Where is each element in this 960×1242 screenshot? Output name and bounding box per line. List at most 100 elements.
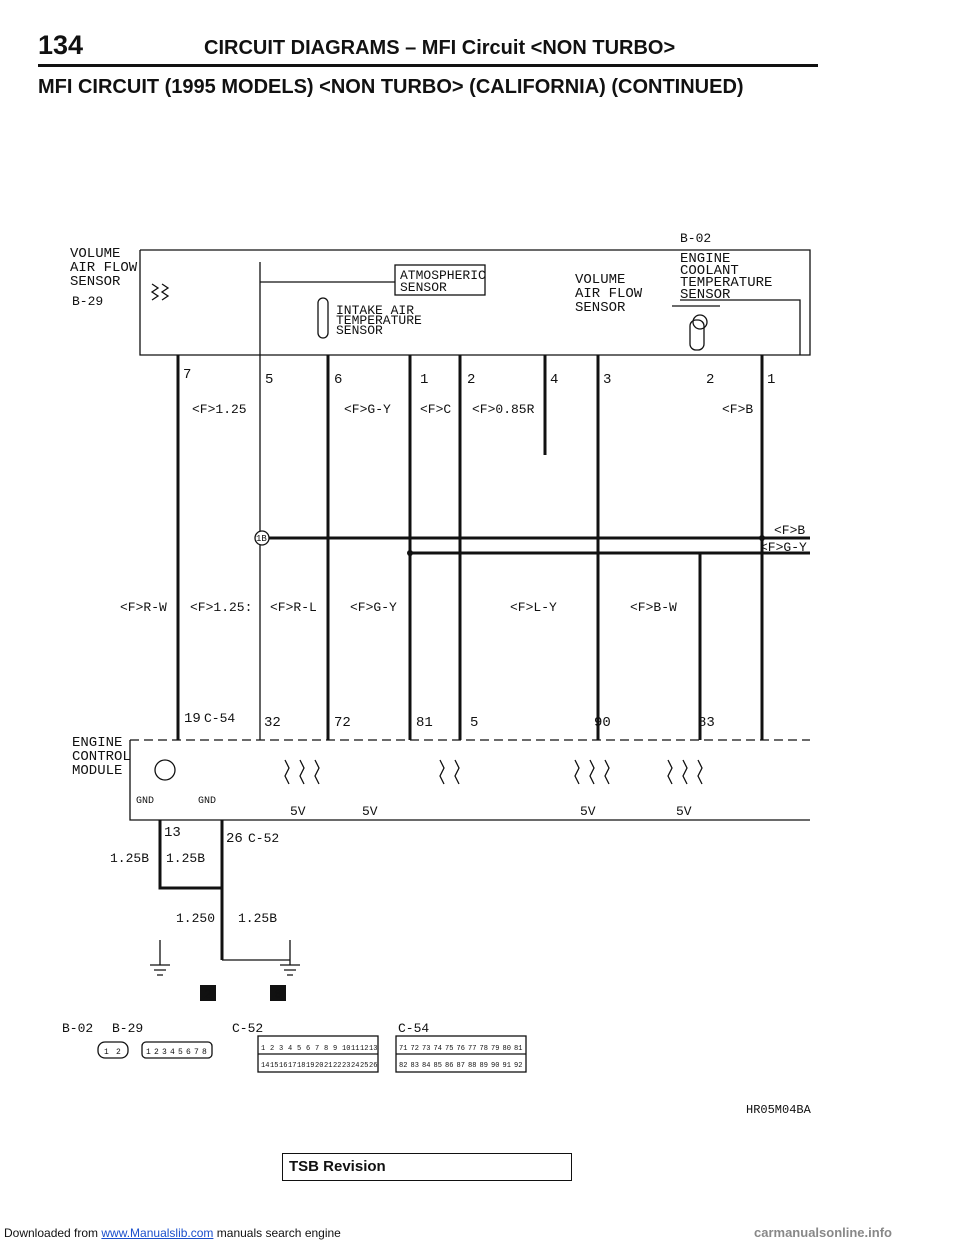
ecm-pin: 83	[698, 715, 715, 731]
ecm-pin: 32	[264, 715, 281, 731]
gnd-label: GND	[198, 796, 216, 807]
connector-pin: 83	[411, 1062, 419, 1070]
ecm-connector-1: C-54	[204, 711, 235, 726]
connector-pin: 4	[288, 1045, 292, 1053]
tsb-revision-box: TSB Revision	[282, 1153, 572, 1181]
ground-ref-2: 2	[204, 987, 212, 1002]
wire-label: <F>0.85R	[472, 402, 535, 417]
connector-pin: 91	[503, 1062, 511, 1070]
pin-top: 2	[467, 372, 475, 388]
connector-pin: 86	[445, 1062, 453, 1070]
ecm-boundary	[129, 740, 810, 821]
connector-pin: 6	[306, 1045, 310, 1053]
connector-pin: 23	[342, 1062, 350, 1070]
connector-pin: 24	[351, 1062, 359, 1070]
ecm-pin: 72	[334, 715, 351, 731]
connector-pin: 3	[279, 1045, 283, 1053]
b02-pin: 2	[116, 1048, 121, 1057]
connector-pin: 80	[503, 1045, 511, 1053]
connector-pin: 21	[324, 1062, 332, 1070]
connector-pin: 73	[422, 1045, 430, 1053]
wire-label: <F>C	[420, 402, 451, 417]
junction-mark: 1B	[256, 534, 267, 544]
connector-pin: 85	[434, 1062, 442, 1070]
connector-pin: 82	[399, 1062, 407, 1070]
connector-pin: 92	[514, 1062, 522, 1070]
connector-b29-shape	[141, 1041, 213, 1059]
supply-5v: 5V	[290, 804, 306, 819]
pin-top: 6	[334, 372, 342, 388]
b29-pin: 8	[202, 1048, 207, 1057]
page-title: CIRCUIT DIAGRAMS – MFI Circuit <NON TURB…	[204, 37, 676, 59]
pin-top: 5	[265, 372, 273, 388]
connector-pin: 14	[261, 1062, 269, 1070]
ground-wire-label: 1.25B	[166, 851, 205, 866]
ect-sensor-label: ENGINE COOLANT TEMPERATURE SENSOR	[680, 251, 781, 303]
b29-pin: 1	[146, 1048, 151, 1057]
wire-label: <F>1.25	[192, 402, 247, 417]
wire-label: <F>L-Y	[510, 600, 557, 615]
header-rule	[38, 64, 818, 67]
connector-pin: 2	[270, 1045, 274, 1053]
ecm-pin: 90	[594, 715, 611, 731]
wire-label: <F>B	[722, 402, 753, 417]
bus-label-b: <F>B	[774, 523, 805, 538]
supply-5v: 5V	[676, 804, 692, 819]
connector-pin: 79	[491, 1045, 499, 1053]
ecm-pin: 5	[470, 715, 478, 731]
connector-pin: 89	[480, 1062, 488, 1070]
footer: Downloaded from www.Manualslib.com manua…	[4, 1226, 341, 1240]
connector-pin: 7	[315, 1045, 319, 1053]
connector-pin: 77	[468, 1045, 476, 1053]
ecm-pin: 19	[184, 711, 201, 727]
connector-pin: 1	[261, 1045, 265, 1053]
b02-pin: 1	[104, 1048, 109, 1057]
connector-pin: 25	[360, 1062, 368, 1070]
connector-pin: 22	[333, 1062, 341, 1070]
connector-pin: 19	[306, 1062, 314, 1070]
b29-pin: 7	[194, 1048, 199, 1057]
pin-top: 7	[183, 367, 191, 383]
ect-connector: B-02	[680, 231, 711, 246]
connector-pin: 20	[315, 1062, 323, 1070]
wire-label: <F>B-W	[630, 600, 677, 615]
ground-wire-a	[158, 820, 224, 960]
iat-sensor-label: INTAKE AIR TEMPERATURE SENSOR	[336, 303, 430, 338]
wire-label: <F>R-L	[270, 600, 317, 615]
connector-pin: 8	[324, 1045, 328, 1053]
ground-ref-2-box	[200, 985, 216, 1001]
connector-pin: 78	[480, 1045, 488, 1053]
connector-pin: 90	[491, 1062, 499, 1070]
pin-top: 3	[603, 372, 611, 388]
conn-label-b02: B-02	[62, 1021, 93, 1036]
vaf-right-label: VOLUME AIR FLOW SENSOR	[575, 272, 651, 316]
pin-top: 1	[767, 372, 775, 388]
conn-label-b29: B-29	[112, 1021, 143, 1036]
connector-pin: 5	[297, 1045, 301, 1053]
ecm-label: ENGINE CONTROL MODULE	[72, 735, 139, 779]
connector-pin: 12	[360, 1045, 368, 1053]
pin-top: 4	[550, 372, 558, 388]
vaf-left-label: VOLUME AIR FLOW SENSOR	[70, 246, 146, 290]
wire-label: <F>G-Y	[344, 402, 391, 417]
connector-pin: 87	[457, 1062, 465, 1070]
ground-pin: 26	[226, 831, 243, 847]
connector-pin: 18	[297, 1062, 305, 1070]
b29-pin: 3	[162, 1048, 167, 1057]
footer-link[interactable]: www.Manualslib.com	[101, 1226, 214, 1240]
atmospheric-sensor-box	[394, 264, 486, 296]
wire-label: <F>R-W	[120, 600, 167, 615]
supply-5v: 5V	[362, 804, 378, 819]
ground-wire-label: 1.25B	[110, 851, 149, 866]
bus-label-gy: <F>G-Y	[760, 540, 807, 555]
conn-label-c54: C-54	[398, 1021, 429, 1036]
conn-label-c52: C-52	[232, 1021, 263, 1036]
pin-top: 1	[420, 372, 428, 388]
watermark: carmanualsonline.info	[754, 1225, 892, 1240]
connector-pin: 88	[468, 1062, 476, 1070]
connector-pin: 75	[445, 1045, 453, 1053]
diagram-subtitle: MFI CIRCUIT (1995 MODELS) <NON TURBO> (C…	[38, 76, 744, 98]
b29-pin: 2	[154, 1048, 159, 1057]
ground-pin: 13	[164, 825, 181, 841]
